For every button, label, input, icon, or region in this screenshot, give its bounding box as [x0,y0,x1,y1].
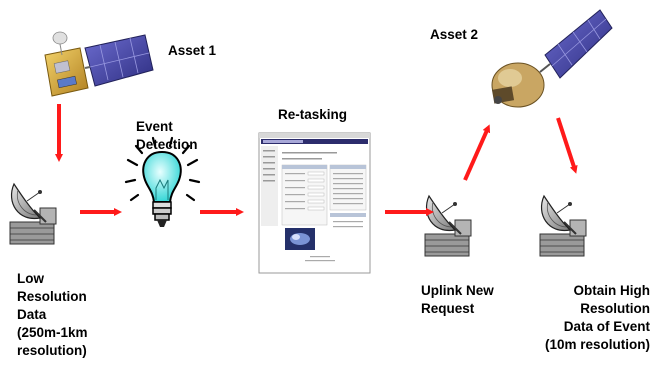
webpage-screenshot-icon [258,132,371,274]
event-detection-label: Event Detection [136,119,198,152]
uplink-request-label: Uplink New Request [421,283,494,316]
arrow-uplink-to-sat2 [463,124,491,181]
satellite-2-icon [491,9,613,108]
satellite-1-icon [44,31,154,97]
asset-1-label: Asset 1 [168,43,217,58]
low-resolution-label: Low Resolution Data (250m-1km resolution… [17,271,88,358]
lightbulb-icon [124,136,201,227]
obtain-high-res-label: Obtain High Resolution Data of Event (10… [544,283,650,352]
asset-2-label: Asset 2 [430,27,479,42]
ground-station-dish-icon [539,195,587,257]
retasking-label: Re-tasking [278,107,348,122]
ground-station-dish-icon [424,195,472,257]
arrow-sat2-to-dish [556,117,578,174]
ground-station-dish-icon [9,183,57,245]
